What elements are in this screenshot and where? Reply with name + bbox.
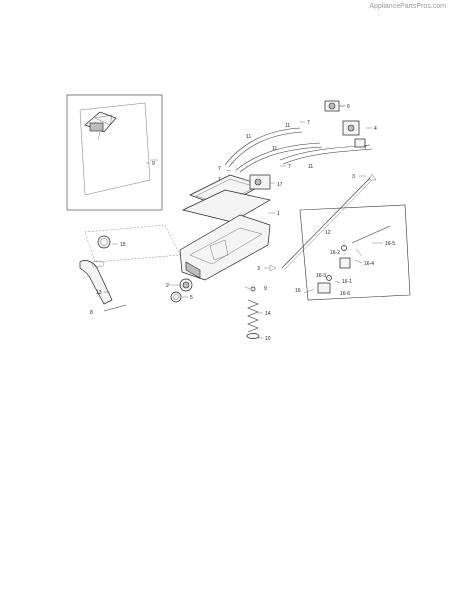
guide-lines (84, 224, 181, 263)
control-board-part (84, 111, 117, 141)
callout-10: 10 (265, 336, 271, 342)
dispenser-lid-part (181, 174, 271, 223)
callout-7a: 7 (307, 120, 310, 126)
callout-16-1: 16-1 (342, 279, 352, 285)
inset-panel (79, 102, 151, 196)
knob-part (179, 278, 193, 292)
callout-labels: 9 15 13 8 2 5 14 10 9 3 3 1 17 6 4 7 7 7… (90, 104, 395, 342)
callout-11d: 11 (308, 164, 313, 170)
nozzle-part (317, 225, 391, 294)
callout-14: 14 (265, 311, 271, 317)
callout-3b: 3 (352, 174, 355, 180)
callout-16-2: 16-2 (330, 250, 340, 256)
callout-16-6: 16-6 (340, 291, 350, 297)
callout-7c: 7 (218, 166, 221, 172)
bellows-hose-part (79, 260, 113, 305)
callout-9: 9 (152, 161, 155, 167)
callout-4: 4 (374, 126, 377, 132)
callout-11a: 11 (285, 123, 290, 129)
callout-leaders (104, 105, 383, 339)
watermark: AppliancePartsPros.com (369, 3, 446, 10)
callout-7d: 7 (288, 164, 291, 170)
callout-16-5: 16-5 (385, 241, 395, 247)
callout-8: 8 (90, 310, 93, 316)
hose-clamp-part (97, 235, 111, 249)
callout-12: 12 (325, 230, 331, 236)
cap-part (170, 291, 182, 303)
callout-15: 15 (120, 242, 126, 248)
callout-16-3: 16-3 (316, 273, 326, 279)
inset-frame (66, 94, 163, 211)
callout-17: 17 (277, 182, 283, 188)
rod-part (281, 177, 371, 269)
callout-6: 6 (347, 104, 350, 110)
hose-assembly (224, 127, 373, 173)
water-valve-part (342, 120, 366, 148)
spring-part (246, 286, 260, 339)
callout-7e: 7 (218, 177, 221, 183)
callout-16: 16 (295, 288, 301, 294)
callout-13: 13 (96, 290, 102, 296)
callout-7b: 7 (364, 145, 367, 151)
dispenser-housing-part (179, 214, 271, 281)
callout-1: 1 (277, 211, 280, 217)
callout-9b: 9 (264, 286, 267, 292)
screw-part (103, 304, 127, 312)
detail-frame (299, 204, 411, 301)
callout-2: 2 (166, 283, 169, 289)
callout-16-4: 16-4 (364, 261, 374, 267)
callout-11c: 11 (272, 146, 277, 152)
callout-5: 5 (190, 295, 193, 301)
callout-3: 3 (257, 266, 260, 272)
valve-assembly-part (249, 174, 271, 190)
callout-11b: 11 (246, 134, 251, 140)
